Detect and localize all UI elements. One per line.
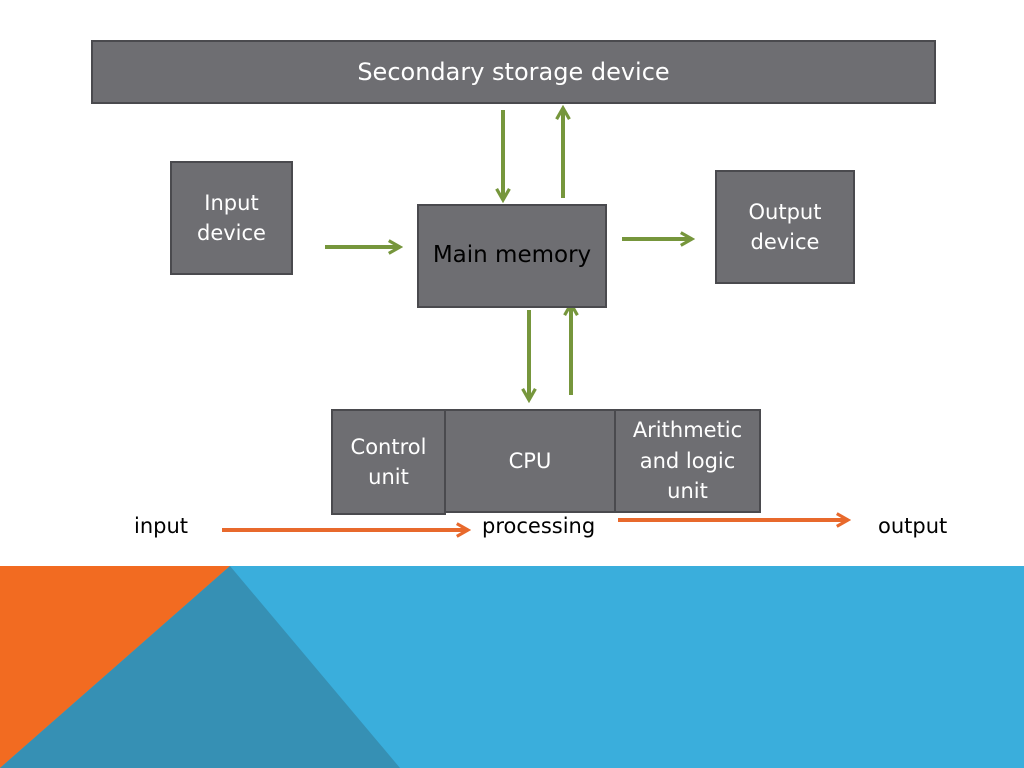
cpu-label: CPU xyxy=(508,448,552,473)
output-device-label: Output device xyxy=(748,199,822,254)
control-unit-label: Control unit xyxy=(350,434,427,489)
alu-label: Arithmetic and logic unit xyxy=(632,418,743,504)
input-device-label: Input device xyxy=(197,190,266,245)
secondary-storage-label: Secondary storage device xyxy=(357,57,670,86)
alu-box: Arithmetic and logic unit xyxy=(614,409,761,513)
secondary-storage-box: Secondary storage device xyxy=(91,40,936,104)
main-memory-box: Main memory xyxy=(417,204,607,308)
flow-output-label: output xyxy=(878,514,948,538)
flow-processing-label: processing xyxy=(482,514,596,538)
control-unit-box: Control unit xyxy=(331,409,446,515)
flow-input-label: input xyxy=(134,514,189,538)
footer-teal-triangle xyxy=(0,566,400,768)
input-device-box: Input device xyxy=(170,161,293,275)
output-device-box: Output device xyxy=(715,170,855,284)
cpu-box: CPU xyxy=(444,409,616,513)
main-memory-label: Main memory xyxy=(432,242,592,269)
